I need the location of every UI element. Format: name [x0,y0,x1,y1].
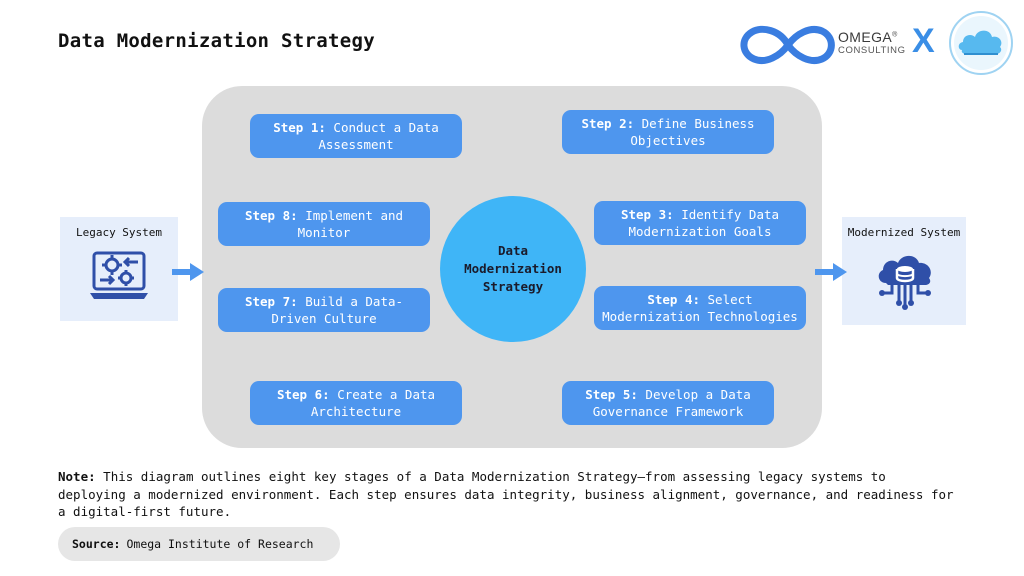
step-4-text: Select Modernization Technologies [602,292,798,324]
logo-registered: ® [892,31,898,39]
center-label: Data Modernization Strategy [464,243,562,294]
arrow-right-icon [172,263,204,281]
legacy-system-box: Legacy System [60,217,178,321]
step-2-text: Define Business Objectives [630,116,755,148]
modernized-system-box: Modernized System [842,217,966,325]
logo-subtitle: CONSULTING [838,45,906,56]
step-5-number: Step 5: [585,387,638,402]
modernized-system-label: Modernized System [847,226,961,239]
step-5: Step 5: Develop a Data Governance Framew… [562,381,774,425]
cloud-logo-icon [949,11,1013,75]
step-6: Step 6: Create a Data Architecture [250,381,462,425]
logo-separator: X [912,22,935,60]
step-8-number: Step 8: [244,208,298,223]
source-badge: Source: Omega Institute of Research [58,527,340,561]
note-text: This diagram outlines eight key stages o… [58,469,954,519]
step-7: Step 7: Build a Data-Driven Culture [218,288,430,332]
logo-name: OMEGA [838,29,893,45]
step-2: Step 2: Define Business Objectives [562,110,774,154]
legacy-system-label: Legacy System [75,226,163,239]
source-label: Source: [72,537,121,551]
step-1-text: Conduct a Data Assessment [318,120,439,152]
step-6-number: Step 6: [276,387,330,402]
note-paragraph: Note: This diagram outlines eight key st… [58,468,958,521]
omega-wordmark: OMEGA® CONSULTING [838,30,906,56]
step-6-text: Create a Data Architecture [310,387,436,419]
source-text: Omega Institute of Research [126,537,314,551]
step-8: Step 8: Implement and Monitor [218,202,430,246]
center-strategy-circle: Data Modernization Strategy [440,196,586,342]
cloud-database-icon [878,255,931,310]
step-5-text: Develop a Data Governance Framework [592,387,751,419]
step-3-number: Step 3: [620,207,674,222]
laptop-gears-icon [90,251,148,299]
step-3-text: Identify Data Modernization Goals [628,207,780,239]
note-label: Note: [58,469,96,484]
step-4: Step 4: Select Modernization Technologie… [594,286,806,330]
step-3: Step 3: Identify Data Modernization Goal… [594,201,806,245]
arrow-right-icon [815,263,847,281]
step-2-number: Step 2: [581,116,635,131]
omega-infinity-logo-icon [740,25,835,64]
step-7-text: Build a Data-Driven Culture [271,294,404,326]
step-1: Step 1: Conduct a Data Assessment [250,114,462,158]
page-title: Data Modernization Strategy [58,30,375,52]
step-7-number: Step 7: [244,294,298,309]
step-8-text: Implement and Monitor [297,208,404,240]
step-4-number: Step 4: [647,292,700,307]
step-1-number: Step 1: [273,120,326,135]
